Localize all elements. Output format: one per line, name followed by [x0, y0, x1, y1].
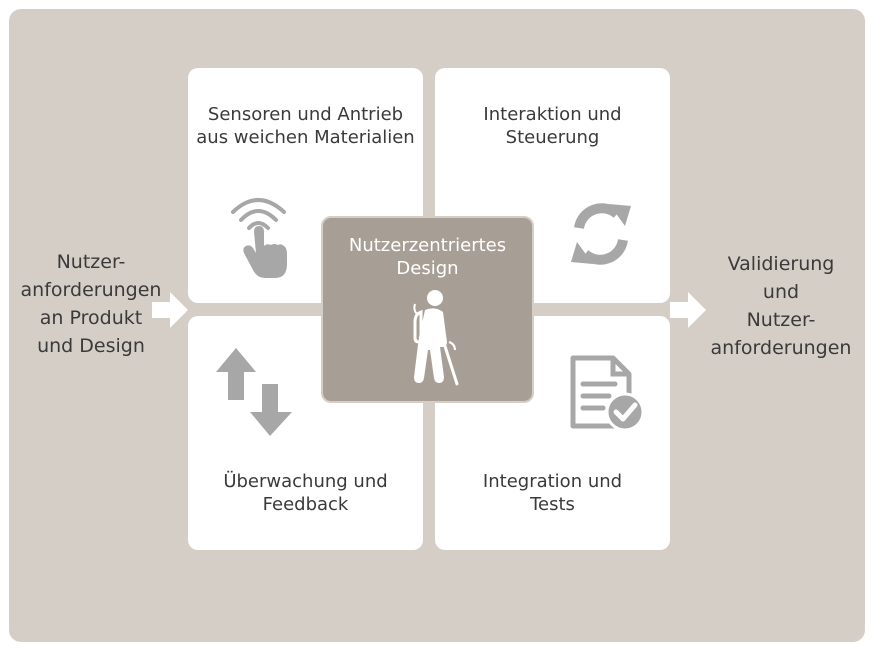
center-title: Nutzerzentriertes Design	[348, 235, 507, 279]
up-down-arrows-icon	[216, 348, 292, 436]
output-arrow-icon	[670, 292, 706, 328]
center-user-centered-design: Nutzerzentriertes Design	[321, 216, 534, 403]
document-check-icon	[570, 355, 645, 432]
output-validation-text: Validierung und Nutzer- anforderungen	[710, 253, 852, 359]
touch-signal-icon	[231, 198, 287, 278]
box-sensors-actuators: Sensoren und Antrieb aus weichen Materia…	[188, 68, 423, 303]
refresh-cycle-icon	[571, 203, 631, 265]
box-title-interaction: Interaktion und Steuerung	[483, 104, 622, 148]
input-requirements-text: Nutzer- anforderungen an Produkt und Des…	[20, 251, 162, 357]
box-title-monitoring: Überwachung und Feedback	[223, 471, 388, 515]
box-title-integration: Integration und Tests	[482, 471, 623, 515]
walking-person-icon	[413, 290, 459, 386]
input-arrow-icon	[152, 292, 188, 328]
box-title-sensors: Sensoren und Antrieb aus weichen Materia…	[196, 104, 415, 148]
